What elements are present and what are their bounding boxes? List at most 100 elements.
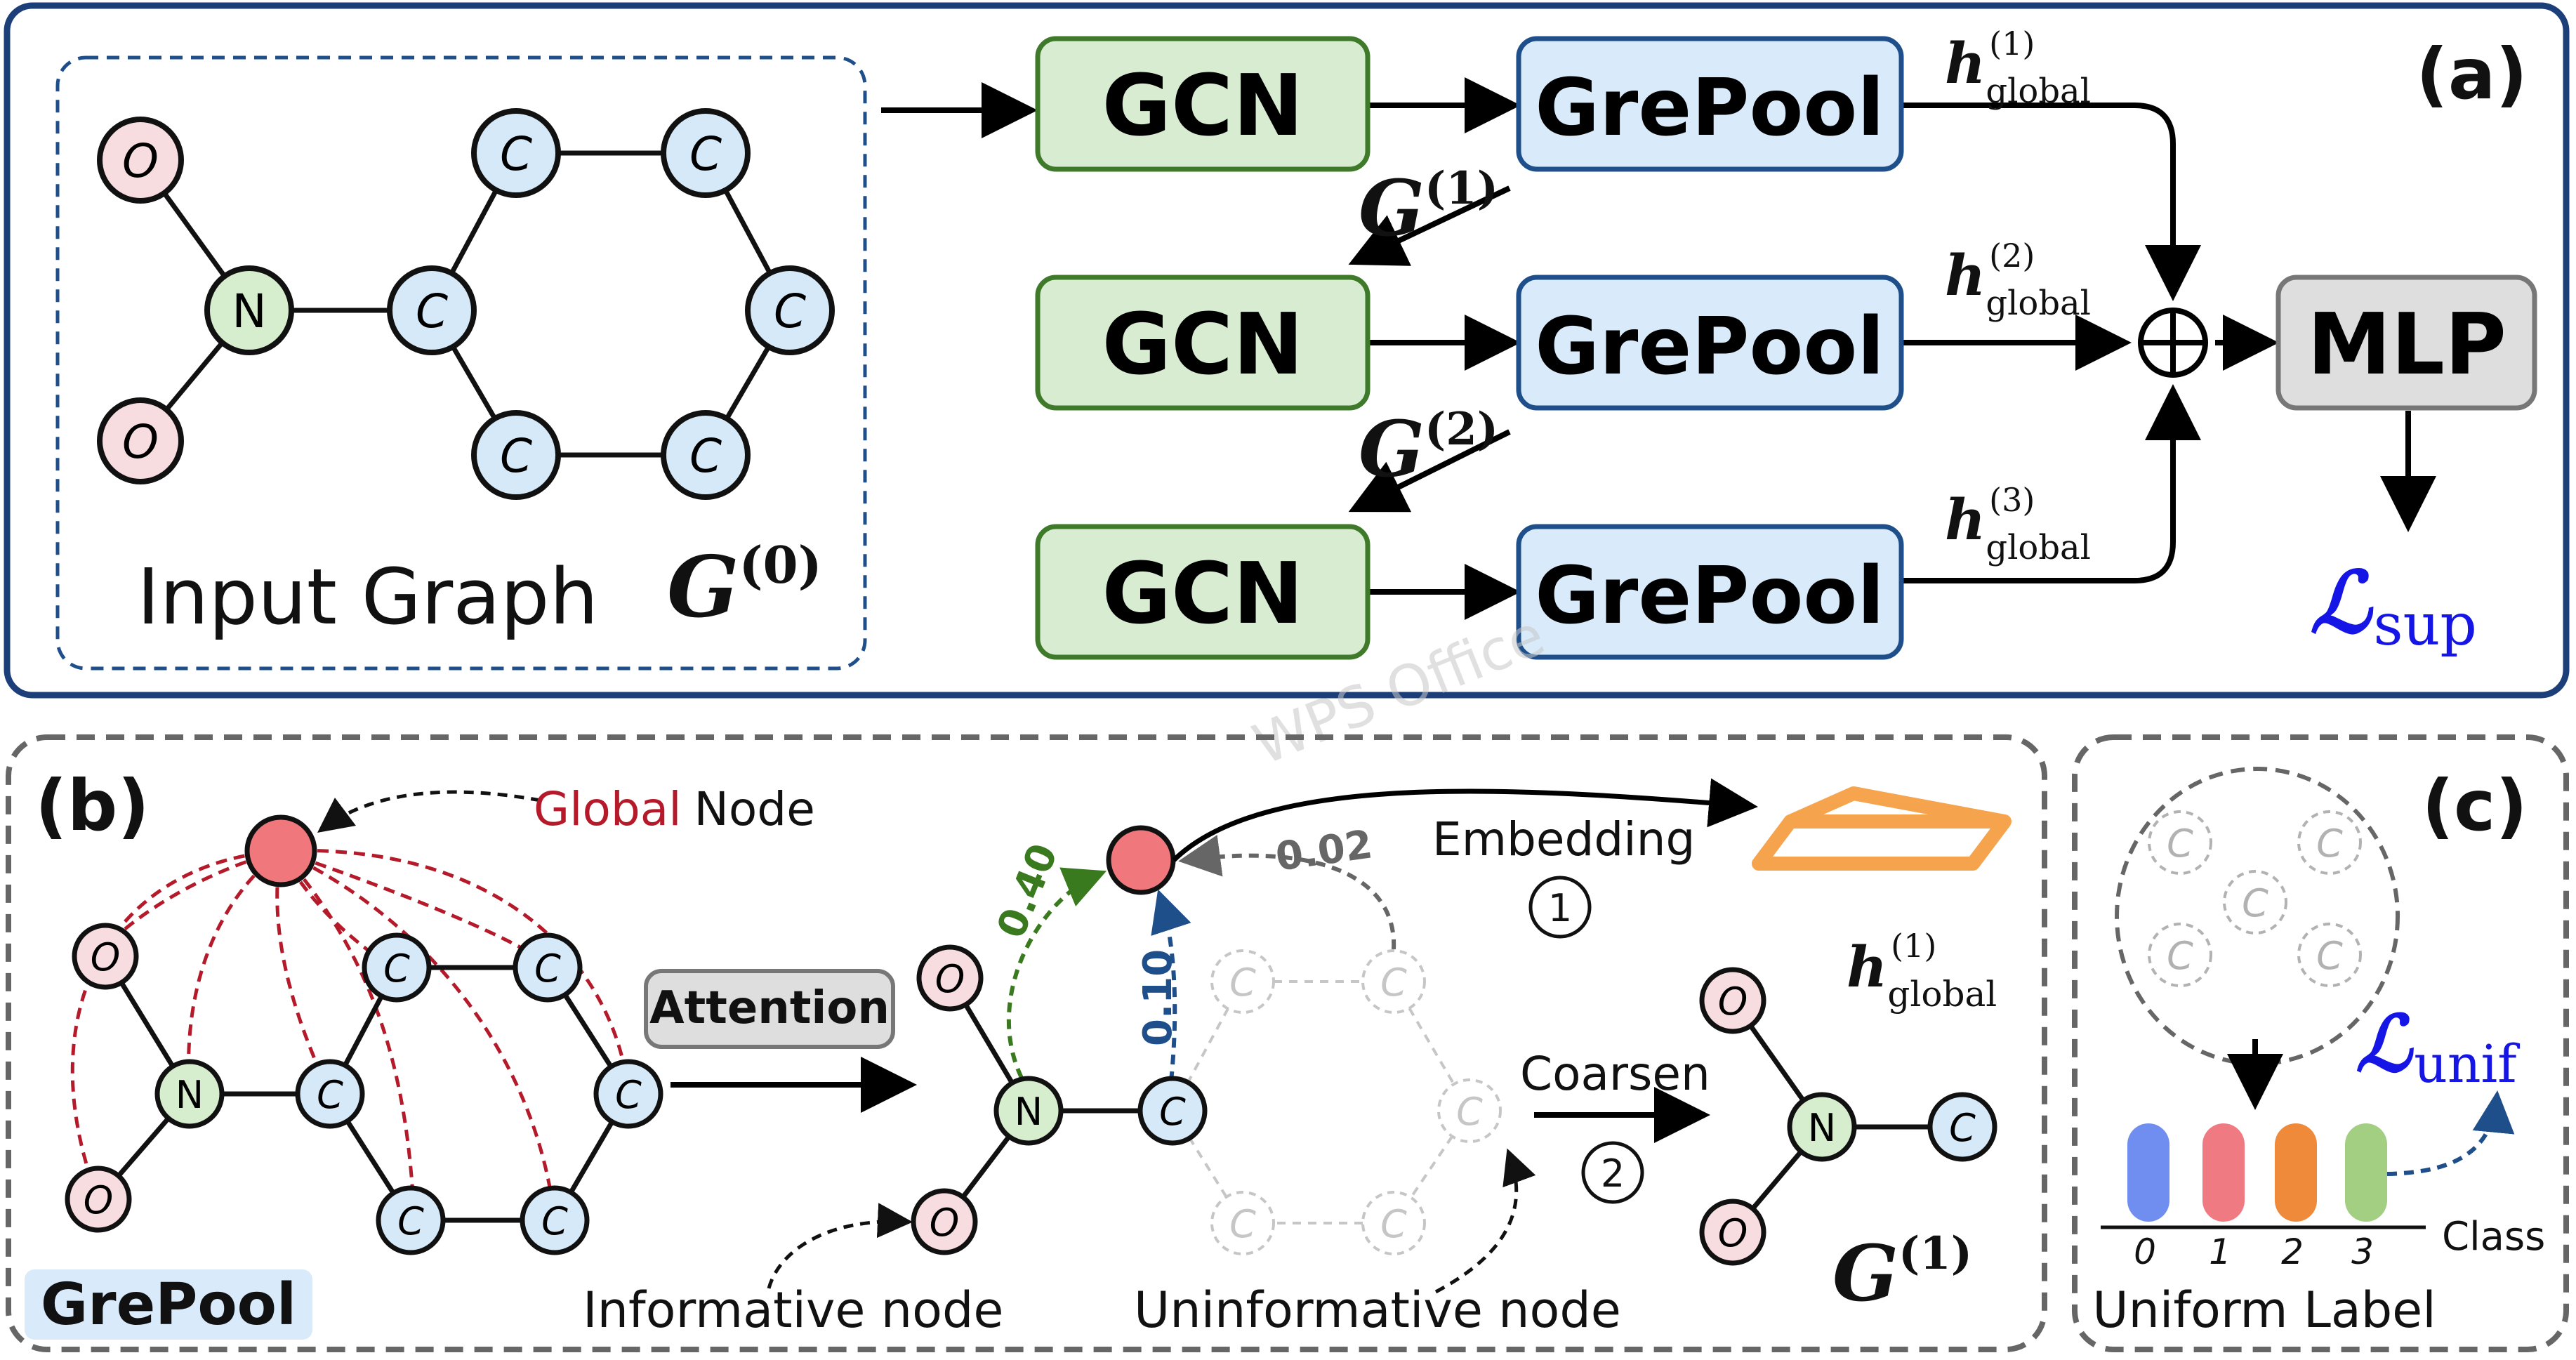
g0-label: G(0) — [667, 535, 822, 637]
panel-b-frame — [6, 734, 2047, 1352]
class-ticks: 0 1 2 3 — [2134, 1232, 2374, 1272]
panel-a: O O N C C C C C — [4, 2, 2570, 699]
score-arrow-gray — [1178, 835, 1396, 950]
loss-unif-label: ℒunif — [2356, 998, 2520, 1095]
svg-text:C: C — [689, 429, 722, 483]
svg-text:C: C — [774, 284, 806, 338]
svg-text:C: C — [1229, 960, 1256, 1005]
node-oxygen-top: O — [97, 117, 184, 204]
left-node-carbon-3: C — [513, 932, 583, 1003]
panel-a-label: (a) — [2416, 33, 2528, 115]
svg-text:C: C — [500, 127, 532, 181]
node-carbon-6: C — [471, 410, 561, 500]
svg-text:MLP: MLP — [2307, 296, 2506, 394]
coarsened-node-carbon: C — [1927, 1092, 1997, 1162]
node-carbon-5: C — [661, 410, 751, 500]
svg-text:O: O — [930, 1201, 960, 1245]
svg-text:N: N — [1808, 1106, 1836, 1150]
class-bar-0 — [2127, 1123, 2169, 1222]
gcn-block-3: GCN — [1035, 524, 1370, 660]
h-global-3-label: h(3)global — [1945, 481, 2091, 567]
svg-text:C: C — [383, 946, 410, 991]
score-arrow-blue — [1151, 889, 1191, 1082]
class-tick-2: 2 — [2281, 1232, 2304, 1272]
svg-text:GCN: GCN — [1102, 546, 1304, 643]
svg-text:2: 2 — [1601, 1151, 1625, 1196]
gcn-block-1: GCN — [1035, 36, 1370, 172]
coarsen-label: Coarsen — [1520, 1047, 1710, 1101]
left-node-nitrogen: N — [154, 1059, 225, 1129]
svg-text:N: N — [232, 284, 266, 338]
class-bar-2 — [2275, 1123, 2317, 1222]
grepool-block-3: GrePool — [1516, 524, 1904, 660]
mid-node-nitrogen: N — [993, 1076, 1064, 1146]
panel-c-label: (c) — [2422, 765, 2528, 847]
node-carbon-3: C — [661, 108, 751, 198]
svg-text:C: C — [317, 1073, 343, 1117]
coarsened-node-nitrogen: N — [1787, 1092, 1857, 1162]
global-node-pointer — [317, 790, 541, 833]
svg-text:N: N — [1015, 1090, 1043, 1134]
node-oxygen-bottom: O — [97, 397, 184, 484]
class-tick-3: 3 — [2351, 1232, 2374, 1272]
coarsened-node-oxygen-top: O — [1699, 967, 1766, 1034]
score-label-0-10: 0.10 — [1135, 949, 1181, 1046]
svg-text:GrePool: GrePool — [1535, 62, 1884, 154]
svg-text:GCN: GCN — [1102, 58, 1304, 155]
svg-text:C: C — [2167, 821, 2193, 866]
coarsened-node-oxygen-bottom: O — [1699, 1199, 1766, 1266]
svg-text:O: O — [84, 1178, 114, 1222]
svg-text:GrePool: GrePool — [1535, 550, 1884, 642]
h-global-embedding-label: h(1)global — [1847, 927, 1997, 1015]
left-node-oxygen-top: O — [72, 923, 139, 990]
left-node-carbon-1: C — [295, 1059, 365, 1129]
panel-a-arrows — [881, 77, 2436, 620]
loss-sup-label: ℒsup — [2310, 553, 2477, 659]
input-graph-label: Input Graph — [137, 552, 598, 642]
left-node-oxygen-bottom: O — [65, 1166, 132, 1233]
svg-text:C: C — [1456, 1090, 1483, 1134]
svg-text:C: C — [1949, 1106, 1976, 1150]
embedding-label: Embedding — [1432, 812, 1695, 866]
h-global-1-label: h(1)global — [1945, 25, 2091, 111]
uniform-label-caption: Uniform Label — [2092, 1281, 2436, 1339]
uninformative-subgraph: C C C C C — [1171, 949, 1502, 1255]
svg-text:O: O — [91, 935, 121, 979]
g2-label: G(2) — [1359, 403, 1498, 494]
svg-text:C: C — [416, 284, 448, 338]
g1-output-label: G(1) — [1832, 1227, 1972, 1319]
step-2-badge: 2 — [1581, 1141, 1644, 1204]
svg-text:C: C — [1229, 1202, 1256, 1246]
node-carbon-1: C — [387, 265, 477, 355]
panel-c-frame — [2072, 734, 2569, 1352]
class-axis-label: Class — [2442, 1214, 2545, 1260]
svg-text:N: N — [176, 1073, 204, 1117]
global-node-mid — [1106, 825, 1176, 895]
h-global-2-label: h(2)global — [1945, 237, 2091, 323]
svg-text:O: O — [1718, 1211, 1748, 1255]
panel-b-label: (b) — [35, 765, 150, 847]
left-node-carbon-6: C — [376, 1185, 446, 1255]
svg-text:GCN: GCN — [1102, 296, 1304, 394]
svg-text:C: C — [615, 1073, 642, 1117]
svg-text:C: C — [2316, 934, 2343, 978]
uninformative-node-label: Uninformative node — [1134, 1281, 1621, 1339]
class-bar-3 — [2345, 1123, 2387, 1222]
score-label-0-40: 0.40 — [989, 838, 1067, 944]
grepool-block-1: GrePool — [1516, 36, 1904, 172]
panel-c: (c) C C C C C — [2072, 734, 2569, 1352]
mid-node-oxygen-bottom: O — [911, 1188, 978, 1255]
svg-text:GrePool: GrePool — [1535, 301, 1884, 392]
mid-node-carbon: C — [1137, 1076, 1208, 1146]
svg-text:C: C — [534, 946, 561, 991]
embedding-arrow — [1172, 778, 1758, 862]
svg-text:C: C — [500, 429, 532, 483]
attention-block: Attention — [644, 969, 895, 1049]
step-1-badge: 1 — [1528, 876, 1592, 939]
svg-text:O: O — [122, 415, 159, 469]
grepool-block-2: GrePool — [1516, 275, 1904, 411]
left-node-carbon-5: C — [520, 1185, 590, 1255]
